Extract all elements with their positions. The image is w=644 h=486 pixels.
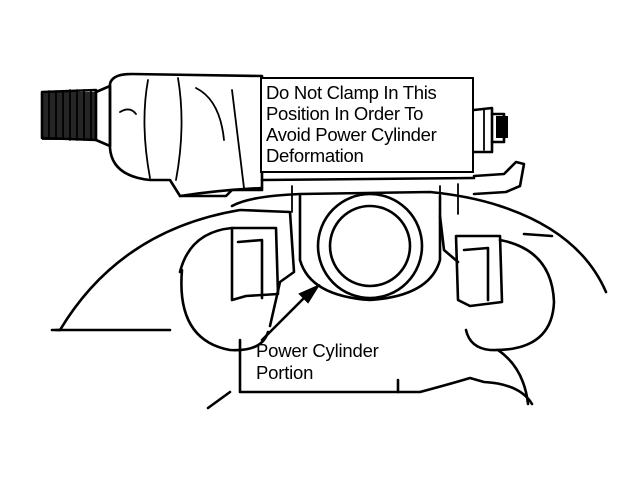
power-cylinder-label: Power Cylinder Portion bbox=[256, 340, 379, 385]
warning-line-1: Do Not Clamp In This bbox=[266, 82, 437, 103]
right-fitting bbox=[472, 106, 508, 154]
warning-line-4: Deformation bbox=[266, 145, 364, 167]
warning-line-2: Position In Order To bbox=[266, 103, 424, 125]
part-label-line-1: Power Cylinder bbox=[256, 340, 379, 361]
leader-arrow bbox=[260, 283, 321, 342]
lower-base bbox=[54, 328, 534, 410]
right-clamp-jaw bbox=[438, 204, 608, 352]
warning-line-3: Avoid Power Cylinder bbox=[266, 124, 437, 146]
threaded-fitting bbox=[40, 84, 112, 148]
power-cylinder bbox=[298, 192, 442, 302]
part-label-line-2: Portion bbox=[256, 361, 314, 383]
warning-callout-box: Do Not Clamp In This Position In Order T… bbox=[260, 77, 474, 173]
valve-body bbox=[108, 72, 264, 198]
